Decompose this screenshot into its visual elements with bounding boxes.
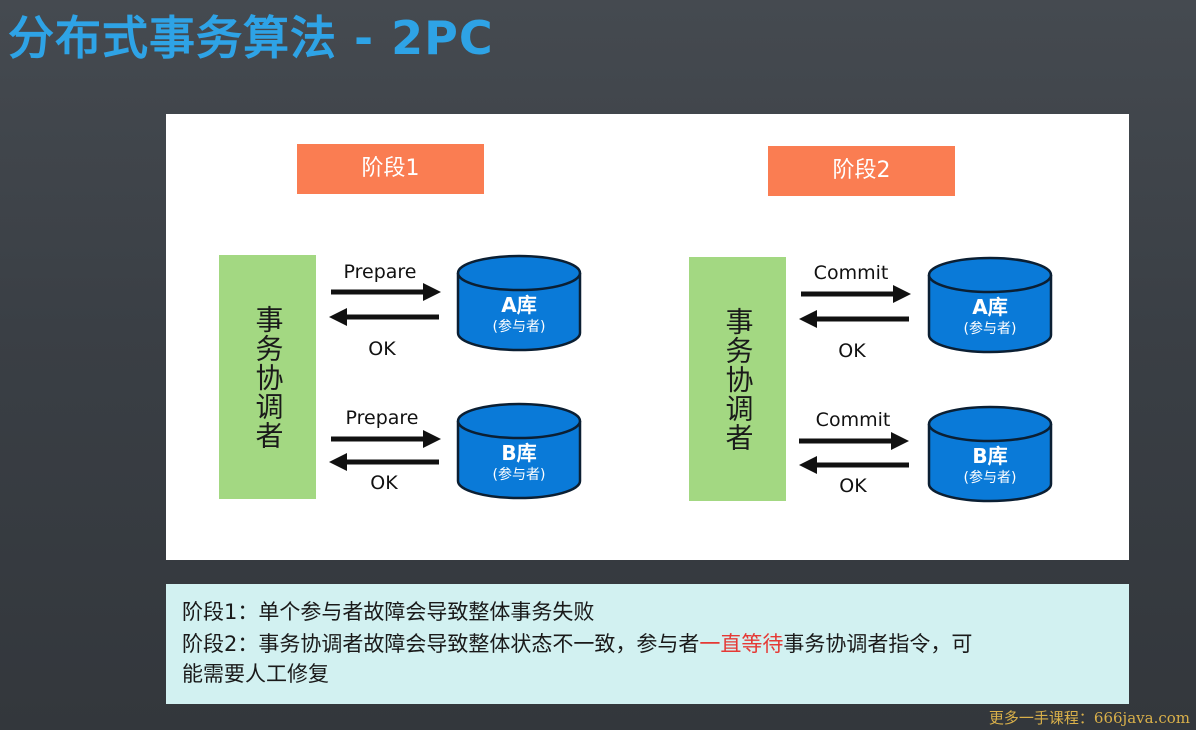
phase-2-label: 阶段2 (768, 146, 955, 196)
phase-1-coordinator-label: 事务协调者 (251, 304, 285, 450)
phase-2-a-reply-label: OK (838, 340, 866, 362)
phase-1-b-reply-arrow (329, 453, 439, 471)
phase-1-db-a: A库 (参与者) (456, 254, 582, 352)
phase-1-db-b-role: (参与者) (492, 467, 546, 483)
phase-2-coordinator: 事务协调者 (689, 257, 786, 501)
phase-1-a-request-label: Prepare (343, 261, 417, 283)
phase-2-db-a: A库 (参与者) (927, 256, 1053, 354)
phase-2-b-reply-label: OK (839, 475, 867, 497)
phase-1-a-reply-arrow (329, 308, 439, 326)
database-icon (927, 405, 1053, 503)
database-icon (927, 256, 1053, 354)
page-title: 分布式事务算法 - 2PC (8, 11, 494, 65)
phase-1-a-reply-label: OK (368, 338, 396, 360)
database-icon (456, 254, 582, 352)
phase-1-a-request-arrow (331, 283, 441, 301)
phase-1-b-request-arrow (331, 430, 441, 448)
phase-1-db-a-name: A库 (501, 293, 537, 317)
phase-2-coordinator-label: 事务协调者 (721, 306, 755, 452)
phase-2-b-reply-arrow (799, 456, 909, 474)
phase-1-b-reply-label: OK (370, 472, 398, 494)
phase-2-db-b-name: B库 (972, 444, 1008, 468)
note-line-2-suffix: 事务协调者指令，可 (783, 632, 973, 656)
phase-2-a-request-label: Commit (813, 262, 889, 284)
phase-2-db-a-role: (参与者) (963, 321, 1017, 337)
notes-box: 阶段1：单个参与者故障会导致整体事务失败 阶段2：事务协调者故障会导致整体状态不… (166, 584, 1129, 704)
note-line-3: 能需要人工修复 (182, 662, 329, 686)
note-line-1: 阶段1：单个参与者故障会导致整体事务失败 (182, 600, 595, 624)
note-line-2-prefix: 阶段2：事务协调者故障会导致整体状态不一致，参与者 (182, 632, 700, 656)
phase-2-b-request-label: Commit (815, 409, 891, 431)
phase-2-db-b: B库 (参与者) (927, 405, 1053, 503)
phase-2-db-b-role: (参与者) (963, 470, 1017, 486)
phase-2-a-reply-arrow (799, 310, 909, 328)
phase-1-db-b: B库 (参与者) (456, 402, 582, 500)
phase-1-coordinator: 事务协调者 (219, 255, 316, 499)
note-highlight: 一直等待 (699, 632, 784, 656)
phase-1-db-a-role: (参与者) (492, 319, 546, 335)
phase-2-db-a-name: A库 (972, 295, 1008, 319)
phase-2-a-request-arrow (801, 285, 911, 303)
note-line-2: 阶段2：事务协调者故障会导致整体状态不一致，参与者一直等待事务协调者指令，可 (182, 629, 972, 659)
phase-1-label: 阶段1 (297, 144, 484, 194)
phase-1-b-request-label: Prepare (345, 407, 419, 429)
watermark: 更多一手课程：666java.com (988, 709, 1190, 727)
diagram-panel: 阶段1 事务协调者 Prepare OK A库 (参与者) Prepare OK (166, 114, 1129, 560)
phase-1-db-b-name: B库 (501, 441, 537, 465)
database-icon (456, 402, 582, 500)
phase-2-b-request-arrow (799, 432, 909, 450)
